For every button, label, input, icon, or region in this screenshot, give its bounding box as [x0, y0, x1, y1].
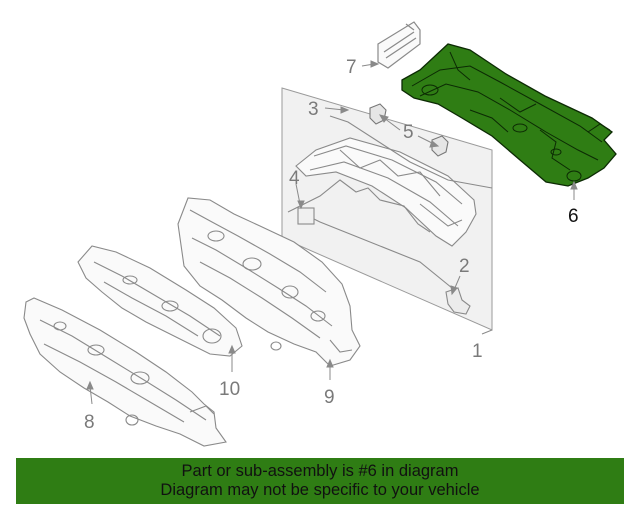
callout-10: 10	[219, 379, 240, 400]
callout-5: 5	[403, 122, 414, 143]
part-info-banner: Part or sub-assembly is #6 in diagram Di…	[16, 458, 624, 504]
part-8-dash-lower	[23, 297, 227, 447]
part-9-dash-panel	[177, 197, 361, 367]
leader-lines	[86, 60, 578, 405]
callout-1: 1	[472, 341, 483, 362]
part-7-bracket	[377, 21, 421, 69]
callout-8: 8	[84, 412, 95, 433]
callout-3: 3	[308, 99, 319, 120]
part-6-cowl-panel	[401, 43, 617, 187]
part-4-washer-hose	[287, 179, 453, 289]
callout-7: 7	[346, 57, 357, 78]
part-10-insulator	[77, 245, 243, 357]
banner-line-1: Part or sub-assembly is #6 in diagram	[181, 462, 459, 480]
callout-2: 2	[459, 256, 470, 277]
parts-diagram: 7 3 5 4 2 6 1 10 9 8	[23, 21, 617, 447]
banner-line-2: Diagram may not be specific to your vehi…	[160, 481, 480, 499]
callout-9: 9	[324, 387, 335, 408]
callout-6: 6	[568, 206, 579, 227]
callout-4: 4	[289, 168, 300, 189]
part-1-cowl-cover	[295, 115, 493, 247]
callouts: 7 3 5 4 2 6 1 10 9 8	[84, 57, 579, 433]
